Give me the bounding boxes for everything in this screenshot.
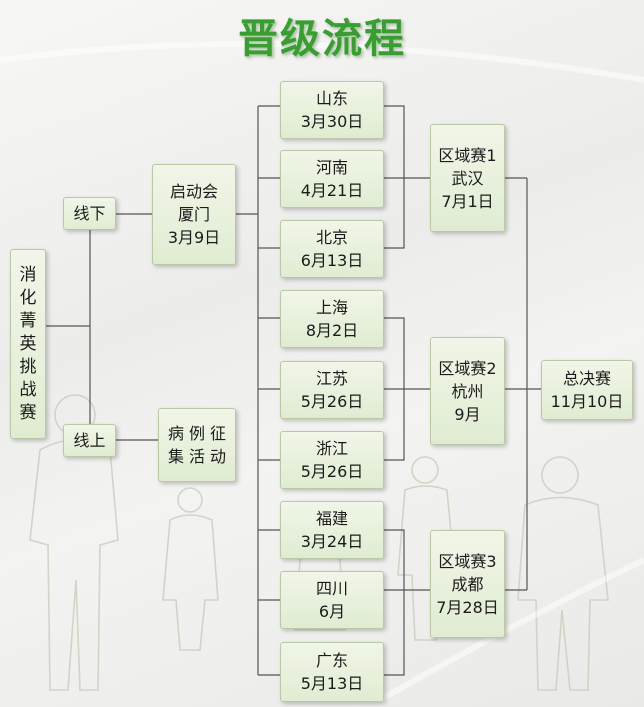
province-date: 8月2日 [305,321,359,340]
final-date: 11月10日 [550,392,624,411]
regional-name: 区域赛2 [438,358,497,378]
regional-city: 杭州 [451,381,484,401]
province-name: 山东 [315,89,348,108]
final-name: 总决赛 [562,369,611,388]
regional-city: 武汉 [451,168,484,188]
province-date: 5月26日 [300,462,364,481]
province-date: 3月24日 [300,532,364,551]
online-label: 线上 [73,431,106,450]
province-name: 四川 [315,579,348,598]
root-box: 消 化 菁 英 挑 战 赛 [10,249,46,439]
province-box: 浙江 5月26日 [280,431,384,489]
regional-date: 7月1日 [441,191,494,211]
province-name: 浙江 [315,439,348,458]
province-box: 福建 3月24日 [280,501,384,559]
province-date: 6月13日 [300,251,364,270]
regional-date: 7月28日 [436,597,499,617]
province-date: 5月26日 [300,392,364,411]
province-box: 北京 6月13日 [280,220,384,278]
online-event-line: 病例征 [167,424,231,443]
offline-label: 线下 [73,204,106,223]
province-date: 3月30日 [300,112,364,131]
province-box: 广东 5月13日 [280,642,384,702]
province-date: 4月21日 [300,181,364,200]
province-date: 6月 [318,602,346,621]
regional-date: 9月 [454,404,481,424]
root-char: 消 [19,264,37,285]
online-label-box: 线上 [63,424,116,457]
province-name: 福建 [315,509,348,528]
regional-name: 区域赛1 [438,145,497,165]
province-name: 北京 [315,228,348,247]
regional-name: 区域赛3 [438,551,497,571]
regional-box: 区域赛1 武汉 7月1日 [430,124,505,232]
offline-event-line: 3月9日 [167,228,221,247]
offline-event-line: 启动会 [169,182,218,201]
root-char: 战 [19,379,37,400]
regional-box: 区域赛2 杭州 9月 [430,337,505,445]
online-event-line: 集活动 [167,447,231,466]
page-title: 晋级流程 [238,16,406,62]
province-box: 山东 3月30日 [280,81,384,139]
root-char: 挑 [19,356,37,377]
root-char: 化 [19,287,37,308]
root-char: 英 [19,333,37,354]
province-name: 河南 [315,158,348,177]
province-name: 江苏 [315,369,348,388]
regional-box: 区域赛3 成都 7月28日 [430,530,505,638]
province-name: 上海 [315,298,348,317]
province-box: 江苏 5月26日 [280,361,384,419]
regional-city: 成都 [451,574,484,594]
final-box: 总决赛 11月10日 [541,360,633,420]
province-date: 5月13日 [300,674,364,693]
province-box: 河南 4月21日 [280,150,384,208]
root-char: 菁 [19,310,37,331]
province-name: 广东 [315,651,348,670]
offline-event-box: 启动会 厦门 3月9日 [152,164,236,265]
province-box: 四川 6月 [280,571,384,629]
online-event-box: 病例征 集活动 [158,408,236,482]
province-box: 上海 8月2日 [280,290,384,348]
root-char: 赛 [19,402,37,423]
offline-event-line: 厦门 [177,205,210,224]
offline-label-box: 线下 [63,197,116,230]
